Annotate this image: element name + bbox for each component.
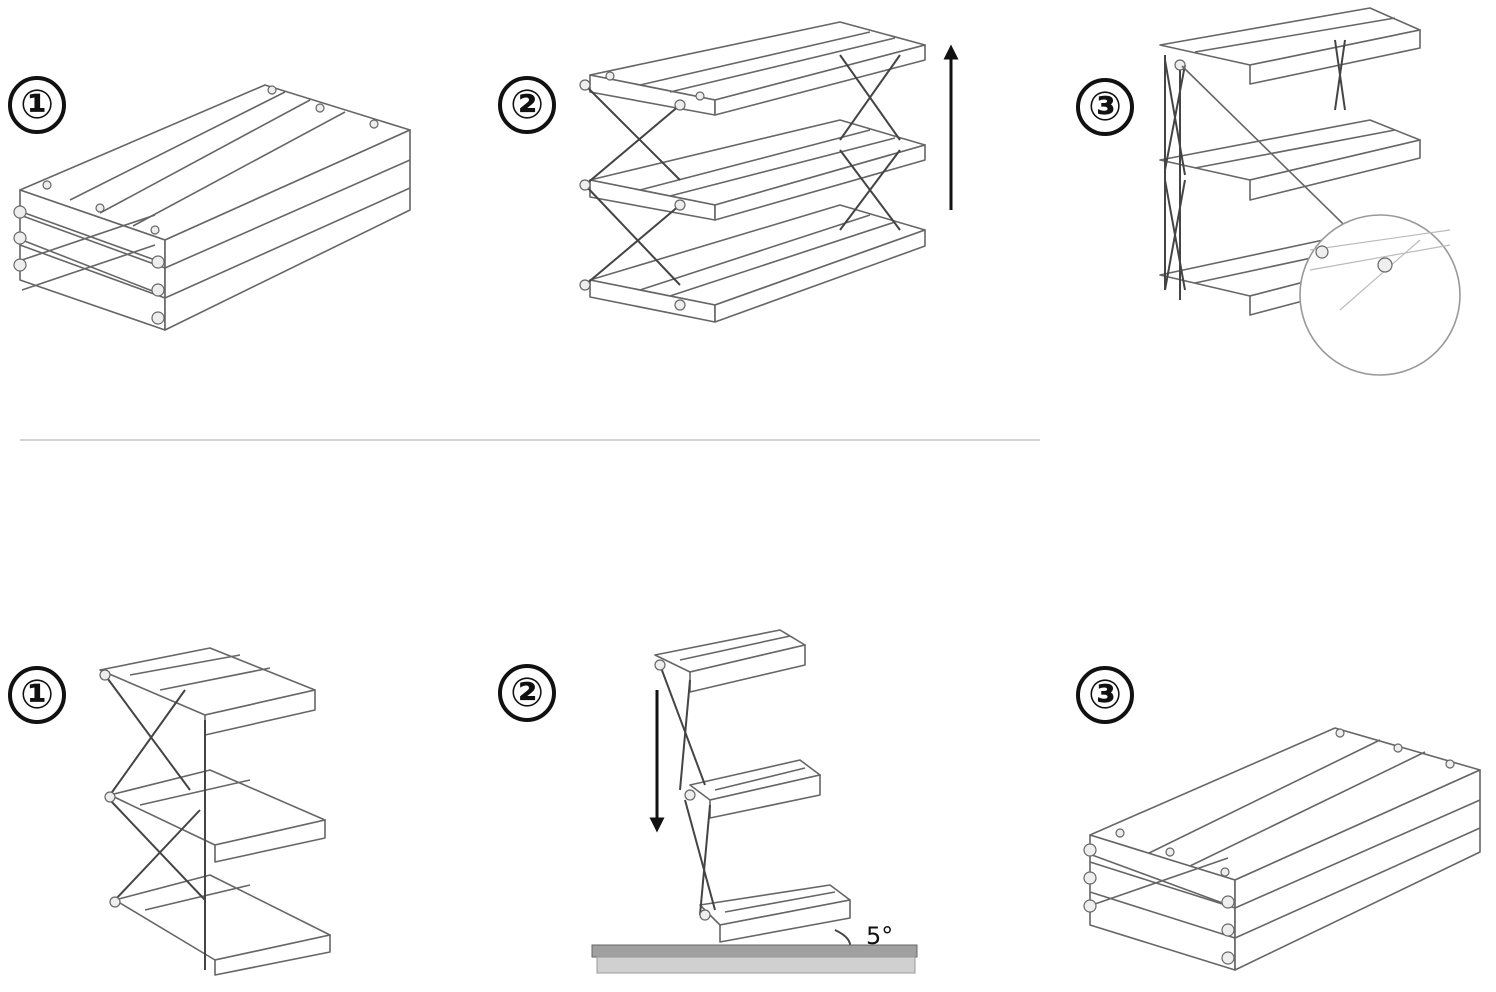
assembly-step-3-badge: ③ — [1076, 78, 1134, 136]
assembled-rack-illustration — [99, 647, 331, 976]
folding-step-1-badge: ① — [8, 666, 66, 724]
unfolding-rack-illustration — [579, 21, 959, 323]
assembly-step-2-badge: ② — [498, 76, 556, 134]
folding-step-3-badge: ③ — [1076, 666, 1134, 724]
folding-rack-illustration — [591, 629, 918, 974]
floor-shadow — [596, 956, 916, 974]
assembled-rack-detail-illustration — [1159, 7, 1461, 376]
detail-zoom-circle — [1299, 214, 1461, 376]
assembly-step-1-badge: ① — [8, 76, 66, 134]
folded-rack-result-illustration — [1083, 727, 1481, 971]
floor — [591, 944, 918, 958]
folded-rack-illustration — [13, 84, 411, 331]
folding-step-2-badge: ② — [498, 664, 556, 722]
